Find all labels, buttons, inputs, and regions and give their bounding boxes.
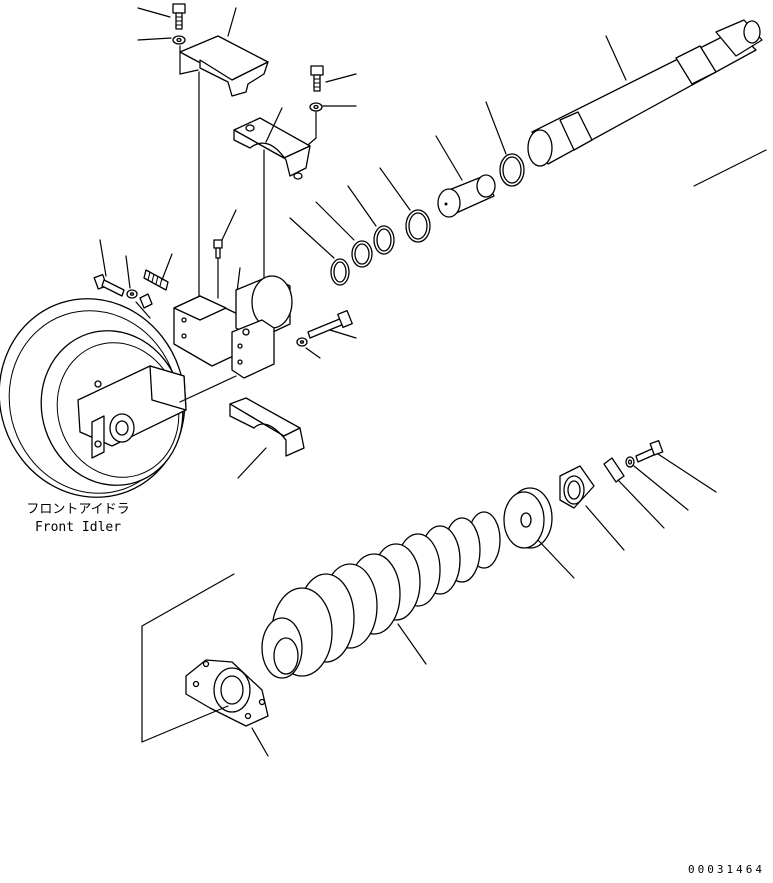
leader-line xyxy=(605,35,627,81)
leader-line xyxy=(325,73,357,83)
leader-line xyxy=(397,623,427,665)
leader-line xyxy=(179,375,237,403)
front-idler-japanese-label: フロントアイドラ xyxy=(26,502,129,517)
spring-seat xyxy=(503,487,553,549)
piston xyxy=(437,174,496,218)
cover-plate xyxy=(179,35,269,97)
leader-line xyxy=(137,7,171,18)
leader-line xyxy=(585,505,625,551)
top-bolt xyxy=(172,3,186,30)
small-washer xyxy=(126,289,138,299)
leader-line xyxy=(329,329,357,339)
drawing-number: 00031464 xyxy=(688,863,765,876)
leader-line xyxy=(237,447,267,479)
leader-line xyxy=(617,479,665,529)
leader-line xyxy=(657,453,717,493)
leader-line xyxy=(161,253,173,281)
idler-yoke xyxy=(173,275,293,379)
leader-line xyxy=(485,101,507,155)
relief-valve xyxy=(143,269,169,291)
piston-ring xyxy=(499,153,525,187)
lock-plate xyxy=(139,293,153,309)
leader-line xyxy=(315,201,355,241)
leader-line xyxy=(251,727,269,757)
long-bolt xyxy=(307,309,353,339)
front-idler-english-label: Front Idler xyxy=(35,520,121,535)
leader-line xyxy=(633,465,689,511)
leader-line xyxy=(221,209,237,241)
spring-washer xyxy=(625,456,635,468)
seal-ring-3 xyxy=(373,225,395,255)
leader-line xyxy=(435,135,463,181)
leader-line xyxy=(265,107,283,143)
cylinder-rod xyxy=(527,19,763,167)
leader-line xyxy=(141,573,235,743)
leader-line xyxy=(137,37,172,41)
bracket-bolt xyxy=(310,65,324,92)
bracket-washer xyxy=(309,102,323,112)
leader-line xyxy=(537,539,575,579)
leader-line xyxy=(227,7,237,37)
grease-fitting xyxy=(213,239,223,259)
wear-ring xyxy=(405,209,431,243)
recoil-spring xyxy=(261,511,501,679)
nut xyxy=(559,465,595,509)
long-bolt-washer xyxy=(296,337,308,347)
seal-ring-2 xyxy=(351,240,373,268)
mounting-bracket xyxy=(185,659,269,727)
leader-line xyxy=(125,255,131,289)
leader-line xyxy=(693,149,767,187)
leader-line xyxy=(347,185,377,227)
spring-bolt xyxy=(635,440,664,463)
upper-bracket xyxy=(233,117,311,180)
leader-line xyxy=(305,347,321,359)
leader-line xyxy=(379,167,411,211)
leader-line xyxy=(289,217,335,259)
small-bolt xyxy=(93,274,125,297)
leader-line xyxy=(99,239,107,277)
snap-ring-1 xyxy=(330,258,350,286)
leader-line xyxy=(135,301,151,319)
lock-plate-2 xyxy=(603,457,625,483)
front-idler-wheel xyxy=(0,298,187,498)
lower-bracket xyxy=(229,397,305,457)
leader-line xyxy=(179,69,199,75)
top-washer xyxy=(172,35,186,45)
